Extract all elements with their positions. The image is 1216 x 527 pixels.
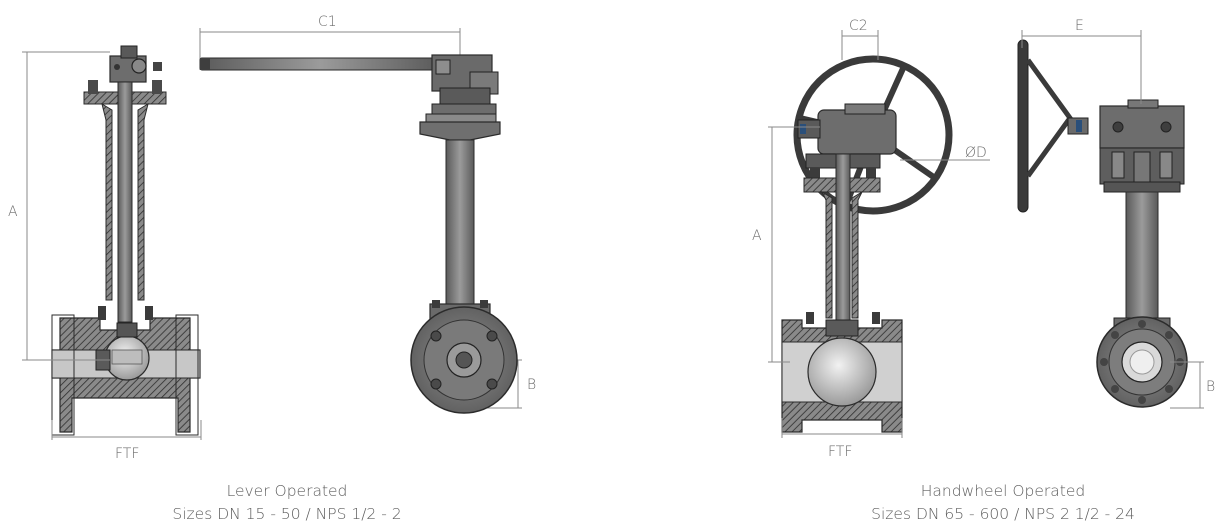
handwheel-label-A: A [752, 228, 762, 244]
lever-label-B: B [527, 377, 536, 393]
lever-label-C1: C1 [318, 14, 337, 30]
handwheel-side-dimension-lines [1021, 30, 1204, 409]
lever-caption-title: Lever Operated [226, 482, 348, 500]
handwheel-caption-title: Handwheel Operated [920, 482, 1086, 500]
handwheel-dimension-lines [768, 30, 990, 438]
lever-dimension-labels: A C1 FTF B [8, 14, 536, 462]
handwheel-label-FTF: FTF [828, 444, 852, 460]
handwheel-valve-side-view [1017, 39, 1188, 408]
lever-valve-side-view [199, 54, 518, 414]
handwheel-label-B: B [1206, 379, 1215, 395]
lever-label-A: A [8, 204, 18, 220]
handwheel-caption: Handwheel Operated Sizes DN 65 - 600 / N… [793, 480, 1213, 526]
handwheel-label-E: E [1075, 18, 1084, 34]
lever-caption-sizes: Sizes DN 15 - 50 / NPS 1/2 - 2 [172, 505, 402, 523]
handwheel-dimension-labels: C2 ØD A FTF E B [752, 18, 1215, 460]
handwheel-label-D: ØD [965, 145, 987, 161]
handwheel-caption-sizes: Sizes DN 65 - 600 / NPS 2 1/2 - 24 [871, 505, 1135, 523]
handwheel-valve-section-view [781, 55, 953, 433]
lever-caption: Lever Operated Sizes DN 15 - 50 / NPS 1/… [77, 480, 497, 526]
lever-valve-section-view [51, 45, 201, 436]
lever-label-FTF: FTF [115, 446, 139, 462]
handwheel-label-C2: C2 [849, 18, 868, 34]
